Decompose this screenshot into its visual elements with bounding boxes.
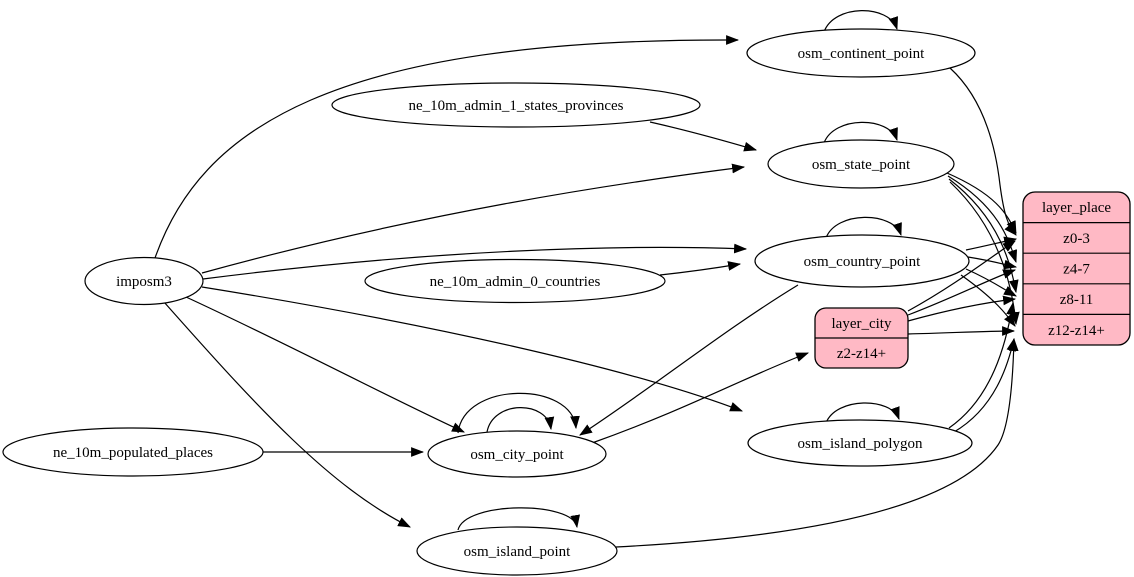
edge-osm_country_point-layer_place-z0-3 bbox=[965, 236, 1018, 251]
edge-ne_10m_admin_0_countries-osm_country_point bbox=[659, 261, 742, 276]
node-osm_continent_point-label: osm_continent_point bbox=[798, 46, 925, 62]
edge-osm_country_point-layer_place-z4-7 bbox=[967, 256, 1018, 270]
self-loop-osm_city_point-inner bbox=[486, 407, 555, 433]
self-loop-osm_city_point-outer bbox=[457, 392, 580, 434]
edge-layer_city-layer_place-z12-z14 bbox=[907, 326, 1016, 336]
edge-imposm3-osm_city_point bbox=[185, 296, 465, 433]
edge-layer_city-layer_place-z4-7 bbox=[907, 269, 1017, 316]
edge-osm_island_polygon-layer_place-z8-11 bbox=[948, 301, 1016, 429]
node-layer_place-row-z12-z14: z12-z14+ bbox=[1048, 323, 1105, 339]
node-layer_place-row-z8-11: z8-11 bbox=[1060, 292, 1094, 308]
edge-osm_country_point-layer_place-z12-z14 bbox=[960, 274, 1016, 327]
node-osm_state_point: osm_state_point bbox=[767, 139, 955, 189]
edge-layer_city-layer_place-z8-11 bbox=[907, 295, 1017, 322]
self-loop-osm_country_point bbox=[825, 216, 902, 239]
node-layer_place: layer_place z0-3 z4-7 z8-11 z12-z14+ bbox=[1022, 191, 1131, 346]
node-layer: imposm3 ne_10m_admin_1_states_provinces … bbox=[2, 28, 1131, 576]
node-ne_10m_populated_places-label: ne_10m_populated_places bbox=[53, 445, 213, 461]
edge-osm_state_point-layer_place-z4-7 bbox=[947, 175, 1018, 264]
node-osm_country_point: osm_country_point bbox=[754, 234, 970, 288]
edge-ne_10m_admin_1_states_provinces-osm_state_point bbox=[649, 121, 758, 152]
node-layer_city-row-z2-z14: z2-z14+ bbox=[837, 346, 886, 362]
edge-osm_state_point-layer_place-z8-11 bbox=[948, 178, 1019, 294]
edge-osm_country_point-osm_city_point bbox=[579, 284, 799, 436]
self-loop-osm_island_polygon bbox=[825, 402, 900, 424]
node-osm_island_point-label: osm_island_point bbox=[464, 544, 572, 560]
edge-imposm3-osm_state_point bbox=[201, 163, 746, 274]
edge-osm_continent_point-layer_place-z0-3 bbox=[949, 67, 1017, 236]
edge-layer bbox=[154, 10, 1020, 548]
node-layer_place-row-z0-3: z0-3 bbox=[1063, 231, 1090, 247]
node-imposm3: imposm3 bbox=[84, 256, 204, 306]
edge-imposm3-osm_country_point bbox=[202, 243, 748, 280]
node-layer_place-title: layer_place bbox=[1042, 200, 1111, 216]
node-imposm3-label: imposm3 bbox=[116, 274, 172, 290]
edge-osm_country_point-layer_place-z8-11 bbox=[965, 268, 1017, 297]
self-loop-osm_continent_point bbox=[823, 10, 898, 33]
node-osm_country_point-label: osm_country_point bbox=[804, 254, 921, 270]
edge-osm_island_polygon-layer_place-z12-z14 bbox=[953, 337, 1017, 433]
edge-osm_city_point-layer_city bbox=[591, 352, 810, 444]
node-osm_city_point: osm_city_point bbox=[427, 430, 607, 478]
node-ne_10m_admin_1_states_provinces-label: ne_10m_admin_1_states_provinces bbox=[409, 98, 624, 114]
edge-imposm3-osm_island_polygon bbox=[201, 286, 744, 412]
node-ne_10m_populated_places: ne_10m_populated_places bbox=[2, 427, 264, 477]
node-osm_island_polygon: osm_island_polygon bbox=[747, 419, 973, 467]
edge-imposm3-osm_island_point bbox=[163, 301, 411, 528]
node-ne_10m_admin_0_countries-label: ne_10m_admin_0_countries bbox=[430, 274, 601, 290]
edge-osm_island_point-layer_place-z12-z14 bbox=[615, 337, 1019, 548]
node-layer_place-row-z4-7: z4-7 bbox=[1063, 262, 1090, 278]
node-osm_state_point-label: osm_state_point bbox=[812, 157, 911, 173]
edge-osm_state_point-layer_place-z0-3 bbox=[946, 172, 1017, 234]
node-ne_10m_admin_0_countries: ne_10m_admin_0_countries bbox=[364, 258, 666, 304]
node-osm_city_point-label: osm_city_point bbox=[470, 447, 564, 463]
node-ne_10m_admin_1_states_provinces: ne_10m_admin_1_states_provinces bbox=[331, 82, 701, 128]
node-osm_island_polygon-label: osm_island_polygon bbox=[797, 436, 923, 452]
edge-imposm3-osm_continent_point bbox=[154, 35, 740, 259]
node-osm_continent_point: osm_continent_point bbox=[746, 28, 976, 78]
self-loop-osm_state_point bbox=[823, 121, 898, 144]
node-layer_city-title: layer_city bbox=[832, 316, 892, 332]
self-loop-osm_island_point bbox=[457, 507, 580, 531]
node-layer_city: layer_city z2-z14+ bbox=[814, 307, 909, 369]
node-osm_island_point: osm_island_point bbox=[416, 526, 618, 576]
edge-layer_city-layer_place-z0-3 bbox=[907, 240, 1016, 312]
